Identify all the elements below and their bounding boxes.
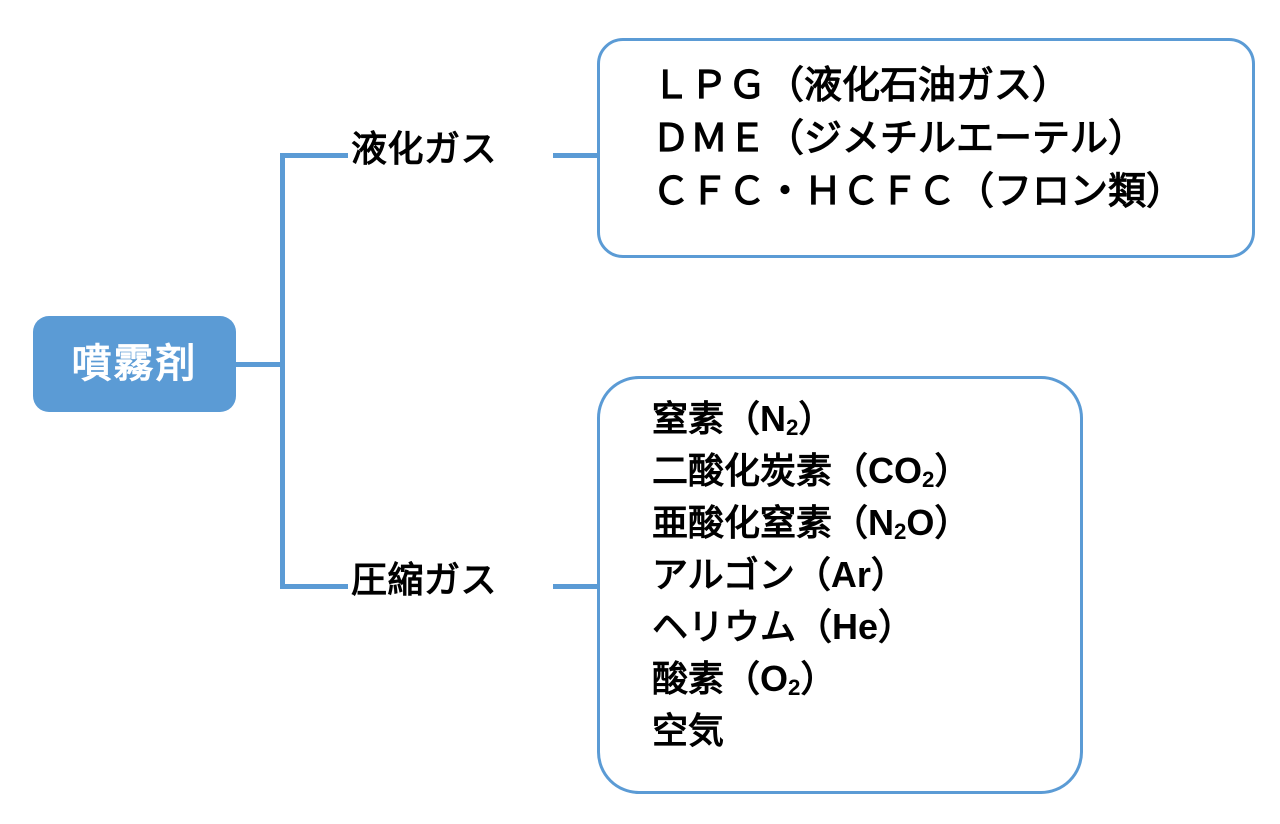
list-item: 窒素（N2）	[652, 398, 835, 440]
content-box-compressed-gas: 窒素（N2） 二酸化炭素（CO2） 亜酸化窒素（N2O） アルゴン（Ar） ヘリ…	[597, 376, 1083, 794]
list-item: ＤＭＥ（ジメチルエーテル）	[652, 118, 1147, 160]
compressed-gas-list: 窒素（N2） 二酸化炭素（CO2） 亜酸化窒素（N2O） アルゴン（Ar） ヘリ…	[652, 401, 1080, 749]
list-item: 空気	[652, 710, 725, 751]
branch-label-liquefied-gas: 液化ガス	[351, 128, 498, 169]
list-item: アルゴン（Ar）	[652, 554, 907, 595]
list-item: ヘリウム（He）	[652, 606, 915, 647]
branch-label-compressed-gas: 圧縮ガス	[351, 559, 498, 600]
content-box-liquefied-gas: ＬＰＧ（液化石油ガス） ＤＭＥ（ジメチルエーテル） ＣＦＣ・ＨＣＦＣ（フロン類）	[597, 38, 1255, 258]
root-node-label: 噴霧剤	[71, 342, 198, 386]
connector-root-stem	[236, 362, 285, 367]
list-item: ＬＰＧ（液化石油ガス）	[652, 65, 1071, 107]
list-item: 酸素（O2）	[652, 658, 837, 700]
liquefied-gas-list: ＬＰＧ（液化石油ガス） ＤＭＥ（ジメチルエーテル） ＣＦＣ・ＨＣＦＣ（フロン類）	[652, 67, 1252, 211]
connector-branch-compressed	[280, 584, 348, 589]
connector-liquefied-to-box	[553, 153, 601, 158]
connector-compressed-to-box	[553, 584, 602, 589]
list-item: ＣＦＣ・ＨＣＦＣ（フロン類）	[652, 171, 1185, 213]
connector-branch-liquefied	[280, 153, 348, 158]
root-node-propellant[interactable]: 噴霧剤	[33, 316, 236, 412]
list-item: 亜酸化窒素（N2O）	[652, 502, 971, 544]
connector-vertical-trunk	[280, 153, 285, 589]
list-item: 二酸化炭素（CO2）	[652, 450, 971, 492]
